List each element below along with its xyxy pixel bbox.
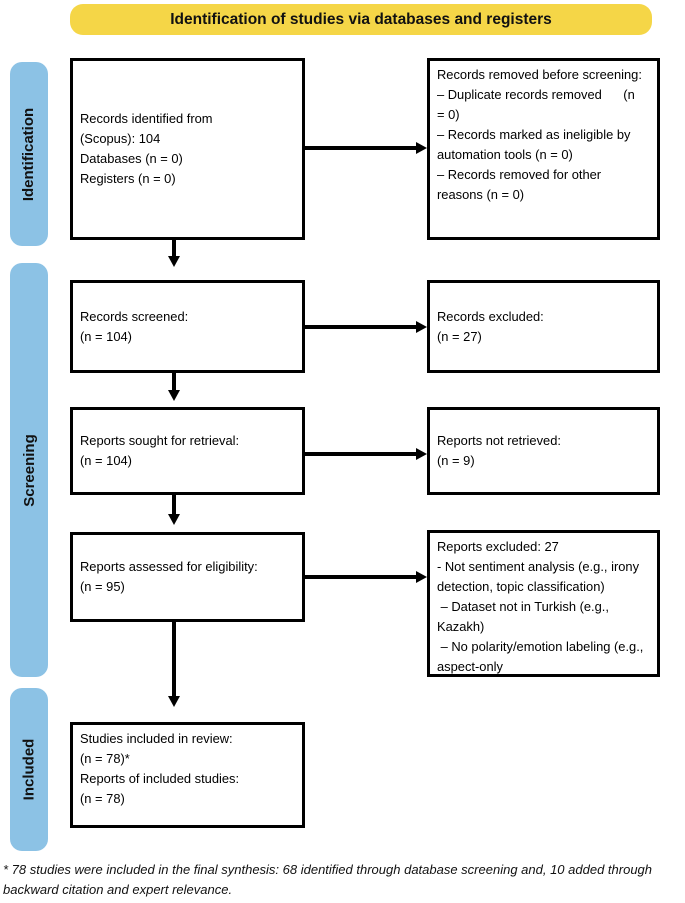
arrow-head-icon <box>416 321 427 333</box>
arrow-shaft <box>305 146 417 150</box>
box-reports-not-retrieved: Reports not retrieved: (n = 9) <box>427 407 660 495</box>
box-records-excluded: Records excluded: (n = 27) <box>427 280 660 373</box>
box-reports-not-retrieved-text: Reports not retrieved: (n = 9) <box>437 433 561 468</box>
arrow-shaft <box>305 575 417 579</box>
arrow-assessed-to-excluded <box>305 571 427 583</box>
arrow-identified-to-screened <box>168 240 180 267</box>
arrow-shaft <box>172 373 176 391</box>
box-records-excluded-text: Records excluded: (n = 27) <box>437 308 544 344</box>
arrow-shaft <box>305 325 417 329</box>
arrow-sought-to-not-retrieved <box>305 448 427 460</box>
stage-bar-identification: Identification <box>10 62 48 246</box>
arrow-sought-to-assessed <box>168 495 180 525</box>
banner-title: Identification of studies via databases … <box>70 4 652 35</box>
stage-label-screening: Screening <box>20 433 38 507</box>
stage-bar-included: Included <box>10 688 48 851</box>
box-reports-assessed: Reports assessed for eligibility: (n = 9… <box>70 532 305 622</box>
arrow-head-icon <box>168 696 180 707</box>
arrow-identified-to-removed <box>305 142 427 154</box>
box-reports-sought: Reports sought for retrieval: (n = 104) <box>70 407 305 495</box>
box-studies-included: Studies included in review: (n = 78)* Re… <box>70 722 305 828</box>
arrow-head-icon <box>168 514 180 525</box>
box-reports-excluded: Reports excluded: 27 - Not sentiment ana… <box>427 530 660 677</box>
box-reports-assessed-text: Reports assessed for eligibility: (n = 9… <box>80 559 258 594</box>
arrow-screened-to-excluded <box>305 321 427 333</box>
box-records-identified: Records identified from (Scopus): 104 Da… <box>70 58 305 240</box>
arrow-screened-to-sought <box>168 373 180 401</box>
banner-title-text: Identification of studies via databases … <box>170 10 552 28</box>
box-records-removed: Records removed before screening: – Dupl… <box>427 58 660 240</box>
arrow-shaft <box>305 452 417 456</box>
arrow-shaft <box>172 240 176 257</box>
arrow-shaft <box>172 622 176 697</box>
arrow-shaft <box>172 495 176 515</box>
box-studies-included-text: Studies included in review: (n = 78)* Re… <box>80 731 240 806</box>
arrow-head-icon <box>168 390 180 401</box>
footnote: * 78 studies were included in the final … <box>3 862 653 898</box>
box-records-screened: Records screened: (n = 104) <box>70 280 305 373</box>
stage-label-included: Included <box>20 738 38 801</box>
box-records-removed-text: Records removed before screening: – Dupl… <box>437 67 642 202</box>
arrow-head-icon <box>416 571 427 583</box>
box-reports-sought-text: Reports sought for retrieval: (n = 104) <box>80 433 240 468</box>
arrow-head-icon <box>168 256 180 267</box>
stage-bar-screening: Screening <box>10 263 48 677</box>
arrow-head-icon <box>416 142 427 154</box>
box-records-screened-text: Records screened: (n = 104) <box>80 308 189 344</box>
stage-label-identification: Identification <box>20 107 38 201</box>
arrow-head-icon <box>416 448 427 460</box>
box-reports-excluded-text: Reports excluded: 27 - Not sentiment ana… <box>437 539 644 674</box>
arrow-assessed-to-included <box>168 622 180 707</box>
box-records-identified-text: Records identified from (Scopus): 104 Da… <box>80 111 213 186</box>
